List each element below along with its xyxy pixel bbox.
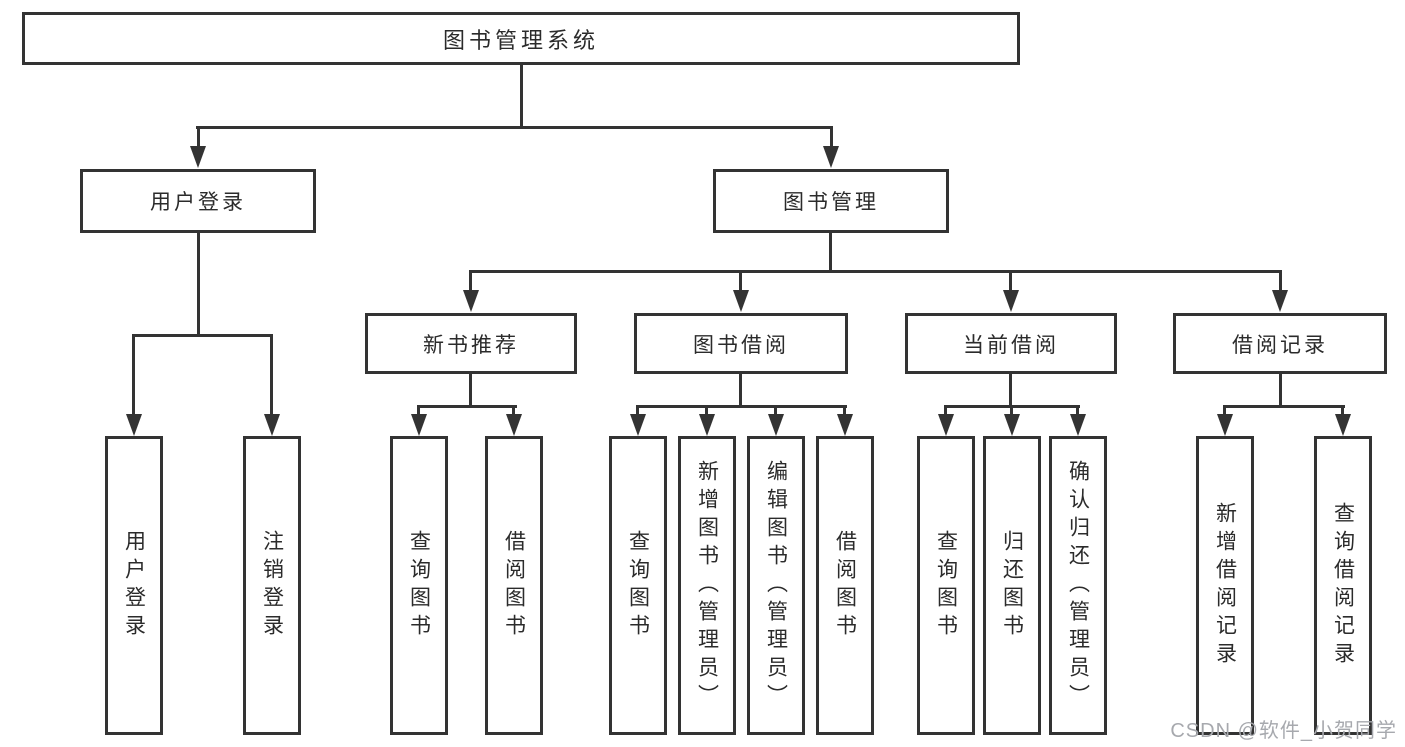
connector-current-drop-1 [944,405,947,416]
node-new-book-recommend-label: 新书推荐 [423,333,519,357]
arrowhead-down-icon [190,146,206,168]
connector-bookmgmt-drop-4 [1279,270,1282,292]
node-root-system-label: 图书管理系统 [442,27,599,53]
leaf-query-borrow-record: 查询借阅记录 [1314,436,1372,735]
csdn-watermark: CSDN @软件_小贺同学 [1170,720,1397,742]
connector-records-drop-2 [1341,405,1344,416]
node-borrowing-records: 借阅记录 [1173,313,1387,374]
leaf-add-borrow-record-label: 新增借阅记录 [1213,501,1237,670]
leaf-add-borrow-record: 新增借阅记录 [1196,436,1254,735]
arrowhead-down-icon [1335,414,1351,436]
connector-current-drop-2 [1010,405,1013,416]
leaf-current-query-books: 查询图书 [917,436,975,735]
leaf-logout-label: 注销登录 [260,529,284,642]
leaf-borrowing-borrow-books-label: 借阅图书 [833,529,857,642]
connector-root-stem [520,65,523,128]
node-user-login: 用户登录 [80,169,316,233]
connector-bookmgmt-stem [829,233,832,273]
connector-borrowing-drop-4 [843,405,846,416]
leaf-recommend-borrow-books: 借阅图书 [485,436,543,735]
arrowhead-down-icon [1004,414,1020,436]
arrowhead-down-icon [1272,290,1288,312]
leaf-borrowing-borrow-books: 借阅图书 [816,436,874,735]
connector-records-stem [1279,374,1282,407]
leaf-current-query-books-label: 查询图书 [934,529,958,642]
arrowhead-down-icon [264,414,280,436]
connector-borrowing-rail [636,405,847,408]
arrowhead-down-icon [630,414,646,436]
arrowhead-down-icon [1003,290,1019,312]
connector-bookmgmt-rail [469,270,1282,273]
connector-root-drop-left [197,126,200,148]
node-book-management: 图书管理 [713,169,949,233]
leaf-query-borrow-record-label: 查询借阅记录 [1331,501,1355,670]
connector-root-drop-right [830,126,833,148]
connector-bookmgmt-drop-2 [739,270,742,292]
node-new-book-recommend: 新书推荐 [365,313,577,374]
connector-borrowing-stem [739,374,742,407]
node-root-system: 图书管理系统 [22,12,1020,65]
arrowhead-down-icon [768,414,784,436]
arrowhead-down-icon [126,414,142,436]
node-current-borrowing-label: 当前借阅 [963,333,1059,357]
connector-recommend-drop-2 [512,405,515,416]
leaf-return-books-label: 归还图书 [1000,529,1024,642]
connector-userlogin-rail [132,334,273,337]
arrowhead-down-icon [699,414,715,436]
node-book-management-label: 图书管理 [783,191,879,214]
leaf-recommend-query-books: 查询图书 [390,436,448,735]
arrowhead-down-icon [733,290,749,312]
node-user-login-label: 用户登录 [150,191,246,214]
connector-userlogin-drop-1 [132,334,135,416]
node-book-borrowing-label: 图书借阅 [693,333,789,357]
connector-records-rail [1223,405,1345,408]
connector-root-rail [196,126,833,129]
connector-userlogin-drop-2 [270,334,273,416]
connector-current-stem [1009,374,1012,407]
connector-bookmgmt-drop-1 [469,270,472,292]
connector-records-drop-1 [1223,405,1226,416]
leaf-logout: 注销登录 [243,436,301,735]
arrowhead-down-icon [823,146,839,168]
connector-recommend-drop-1 [417,405,420,416]
leaf-edit-books-admin-label: 编辑图书（管理员） [764,459,788,712]
connector-recommend-rail [417,405,517,408]
leaf-return-books: 归还图书 [983,436,1041,735]
arrowhead-down-icon [837,414,853,436]
connector-borrowing-drop-3 [774,405,777,416]
arrowhead-down-icon [411,414,427,436]
node-book-borrowing: 图书借阅 [634,313,848,374]
connector-borrowing-drop-2 [705,405,708,416]
leaf-add-books-admin: 新增图书（管理员） [678,436,736,735]
connector-current-drop-3 [1076,405,1079,416]
arrowhead-down-icon [1217,414,1233,436]
arrowhead-down-icon [938,414,954,436]
node-current-borrowing: 当前借阅 [905,313,1117,374]
leaf-user-login: 用户登录 [105,436,163,735]
leaf-add-books-admin-label: 新增图书（管理员） [695,459,719,712]
arrowhead-down-icon [506,414,522,436]
leaf-borrowing-query-books: 查询图书 [609,436,667,735]
connector-recommend-stem [469,374,472,407]
connector-userlogin-stem [197,233,200,336]
connector-bookmgmt-drop-3 [1009,270,1012,292]
arrowhead-down-icon [463,290,479,312]
node-borrowing-records-label: 借阅记录 [1232,333,1328,357]
leaf-recommend-borrow-books-label: 借阅图书 [502,529,526,642]
leaf-borrowing-query-books-label: 查询图书 [626,529,650,642]
arrowhead-down-icon [1070,414,1086,436]
leaf-edit-books-admin: 编辑图书（管理员） [747,436,805,735]
leaf-confirm-return-admin-label: 确认归还（管理员） [1066,459,1090,712]
connector-borrowing-drop-1 [636,405,639,416]
leaf-user-login-label: 用户登录 [122,529,146,642]
leaf-recommend-query-books-label: 查询图书 [407,529,431,642]
leaf-confirm-return-admin: 确认归还（管理员） [1049,436,1107,735]
